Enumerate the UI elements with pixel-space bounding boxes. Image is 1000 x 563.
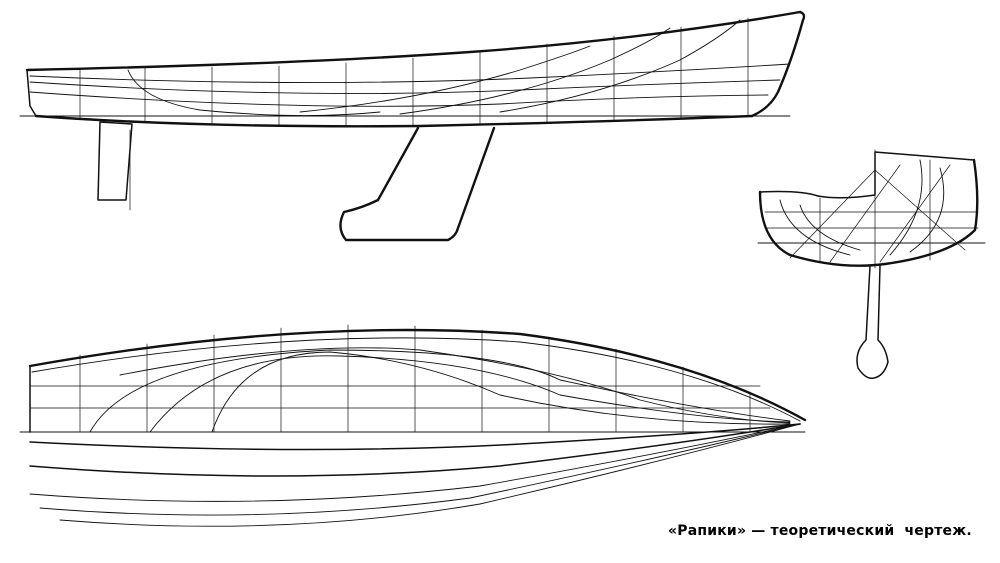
half-breadth-lower-3	[29, 423, 801, 502]
half-breadth-lower-2	[29, 423, 801, 477]
profile-view	[19, 10, 806, 242]
profile-diagonal-2	[299, 45, 591, 113]
body-plan	[757, 149, 986, 380]
body-plan-fin-keel	[856, 265, 889, 380]
profile-buttock-1	[29, 91, 769, 107]
body-plan-deck	[817, 151, 975, 199]
half-breadth-waterline-4	[119, 347, 791, 424]
profile-transom	[26, 69, 37, 117]
half-breadth-plan	[19, 324, 807, 527]
half-breadth-lower-5	[59, 423, 801, 527]
drawing-caption: «Рапики» — теоретический чертеж.	[668, 523, 972, 539]
body-plan-section-3	[909, 167, 945, 253]
profile-buttock-3	[29, 63, 791, 83]
half-breadth-stations	[79, 324, 751, 433]
body-plan-sheer	[759, 190, 819, 197]
body-plan-section-4	[889, 159, 923, 256]
profile-buttock-2	[29, 79, 781, 95]
profile-diagonal-1	[127, 69, 381, 117]
profile-diagonal-4	[499, 19, 741, 113]
profile-fin-keel	[339, 126, 496, 242]
half-breadth-lower-1	[29, 423, 801, 451]
profile-keel-line	[34, 114, 754, 128]
half-breadth-deck-line	[28, 328, 807, 422]
half-breadth-waterline-3	[211, 351, 791, 433]
profile-diagonal-3	[399, 27, 671, 115]
half-breadth-deck-inner	[31, 337, 801, 422]
profile-stations	[79, 17, 749, 128]
profile-sheer-line	[25, 10, 802, 72]
profile-stem	[750, 10, 806, 118]
profile-rudder	[97, 121, 133, 201]
half-breadth-lower-4	[39, 423, 801, 516]
body-plan-section-1	[779, 199, 851, 256]
body-plan-hull-outline	[758, 158, 979, 267]
half-breadth-waterline-2	[149, 355, 791, 433]
